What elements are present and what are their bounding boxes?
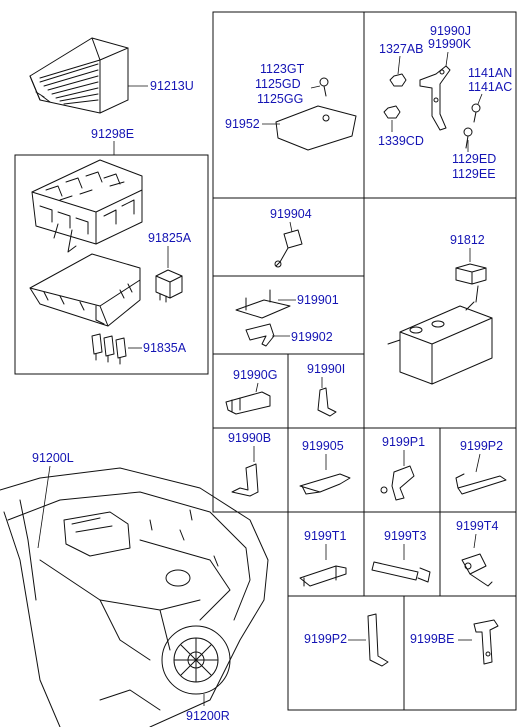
label-9199BE: 9199BE bbox=[410, 632, 454, 646]
leader-1141AN bbox=[477, 93, 483, 105]
label-91812: 91812 bbox=[450, 233, 485, 247]
label-919905: 919905 bbox=[302, 439, 344, 453]
label-91990B: 91990B bbox=[228, 431, 271, 445]
relay-91825A bbox=[155, 269, 183, 303]
leader-91990G bbox=[255, 382, 259, 393]
label-9199T4: 9199T4 bbox=[456, 519, 498, 533]
label-1339CD: 1339CD bbox=[378, 134, 424, 148]
label-91990I: 91990I bbox=[307, 362, 345, 376]
bracket-9199T3 bbox=[371, 561, 431, 583]
label-1129ED: 1129ED bbox=[452, 152, 496, 166]
bracket-9199BE bbox=[473, 619, 499, 665]
clip-919904 bbox=[274, 229, 303, 268]
battery-sensor-91812 bbox=[455, 263, 487, 303]
nut-1327AB bbox=[389, 73, 407, 87]
label-91213U: 91213U bbox=[150, 79, 194, 93]
grid-frames bbox=[212, 11, 517, 711]
bracket-91990J bbox=[419, 65, 451, 131]
label-91298E: 91298E bbox=[91, 127, 134, 141]
label-91200R: 91200R bbox=[186, 709, 230, 723]
bracket-91990G bbox=[225, 391, 271, 415]
battery bbox=[387, 301, 493, 385]
protector-91952 bbox=[275, 105, 357, 151]
label-91990K: 91990K bbox=[428, 37, 472, 51]
label-1327AB: 1327AB bbox=[379, 42, 423, 56]
label-1141AC: 1141AC bbox=[468, 80, 512, 94]
bolt-1141AN bbox=[471, 103, 481, 123]
leader-91990J bbox=[445, 51, 449, 67]
bracket-9199P2-top bbox=[455, 473, 507, 495]
relay-box-frame bbox=[14, 154, 209, 375]
relay-box-body bbox=[31, 159, 143, 253]
label-9199P1: 9199P1 bbox=[382, 435, 425, 449]
bracket-9199T4 bbox=[461, 553, 493, 587]
bracket-91990I bbox=[317, 387, 337, 417]
leader-9199T4 bbox=[473, 533, 477, 549]
bolt-1129ED bbox=[463, 127, 473, 149]
label-91825A: 91825A bbox=[148, 231, 192, 245]
label-1125GG: 1125GG bbox=[257, 92, 303, 106]
fuse-set-91835A bbox=[91, 333, 127, 365]
bracket-919901 bbox=[235, 289, 291, 319]
relay-box-lower-tray bbox=[29, 253, 141, 327]
nut-1339CD bbox=[383, 105, 401, 119]
label-9199P2-bottom: 9199P2 bbox=[304, 632, 347, 646]
label-91990G: 91990G bbox=[233, 368, 277, 382]
label-1123GT: 1123GT bbox=[260, 62, 305, 76]
label-1129EE: 1129EE bbox=[452, 167, 496, 181]
bracket-91990B bbox=[231, 463, 259, 497]
relay-box-cover bbox=[29, 37, 129, 114]
leader-91200L bbox=[37, 465, 51, 549]
label-919902: 919902 bbox=[291, 330, 333, 344]
label-9199T1: 9199T1 bbox=[304, 529, 346, 543]
vehicle-trunk-illustration bbox=[0, 467, 269, 727]
label-91952: 91952 bbox=[225, 117, 260, 131]
bracket-9199P1 bbox=[380, 465, 415, 501]
leader-bolts bbox=[310, 85, 321, 89]
label-91835A: 91835A bbox=[143, 341, 187, 355]
bracket-919902 bbox=[245, 323, 275, 347]
label-1125GD: 1125GD bbox=[255, 77, 301, 91]
bracket-9199T1 bbox=[299, 565, 347, 587]
bracket-919905 bbox=[299, 473, 351, 495]
leader-1327AB bbox=[397, 55, 401, 75]
label-91990J: 91990J bbox=[430, 24, 471, 38]
label-9199T3: 9199T3 bbox=[384, 529, 426, 543]
label-1141AN: 1141AN bbox=[468, 66, 512, 80]
label-91200L: 91200L bbox=[32, 451, 74, 465]
label-919901: 919901 bbox=[297, 293, 339, 307]
bracket-9199P2-bottom bbox=[367, 613, 389, 667]
label-919904: 919904 bbox=[270, 207, 312, 221]
label-9199P2-top: 9199P2 bbox=[460, 439, 503, 453]
bolt-1123GT bbox=[319, 77, 329, 97]
leader-9199P2-top bbox=[475, 453, 481, 473]
leader-919904 bbox=[289, 221, 293, 233]
